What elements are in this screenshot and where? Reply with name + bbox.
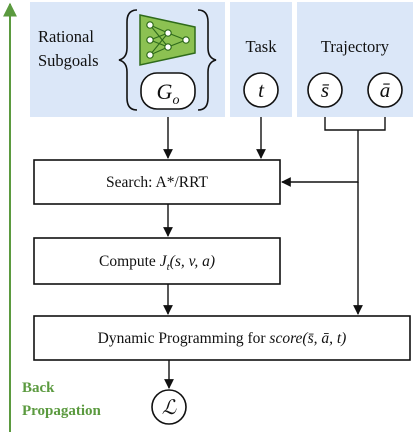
subgoal-node: [140, 72, 196, 110]
trajectory-bracket: [324, 117, 386, 131]
subgoals-label-line1: Rational: [38, 27, 94, 46]
state-node-label: s̄: [321, 78, 330, 102]
task-node: [243, 72, 279, 108]
compute-box-text: Compute Jt(s, v, a): [99, 253, 215, 273]
neural-network-icon: [139, 14, 196, 66]
backprop-label-line1: Back: [22, 380, 55, 396]
loss-node: [151, 389, 187, 425]
subgoal-node-label: Go: [157, 79, 180, 108]
backprop-label-line2: Propagation: [22, 403, 102, 419]
dp-box-text: Dynamic Programming for score(s̄, ā, t): [98, 330, 347, 347]
task-node-label: t: [258, 78, 265, 102]
subgoals-label-line2: Subgoals: [38, 51, 99, 70]
arrow-trajectory-to-search: [281, 130, 359, 187]
compute-box: [33, 237, 281, 285]
loss-node-label: ℒ: [162, 397, 177, 419]
action-node: [367, 72, 403, 108]
action-node-label: ā: [380, 78, 391, 102]
task-label: Task: [246, 37, 278, 56]
state-node: [307, 72, 343, 108]
dp-box: [33, 315, 411, 361]
trajectory-label: Trajectory: [321, 37, 390, 56]
right-curly-brace: [197, 9, 217, 111]
search-box: [33, 159, 281, 205]
search-box-text: Search: A*/RRT: [106, 174, 208, 191]
left-curly-brace: [118, 9, 138, 111]
